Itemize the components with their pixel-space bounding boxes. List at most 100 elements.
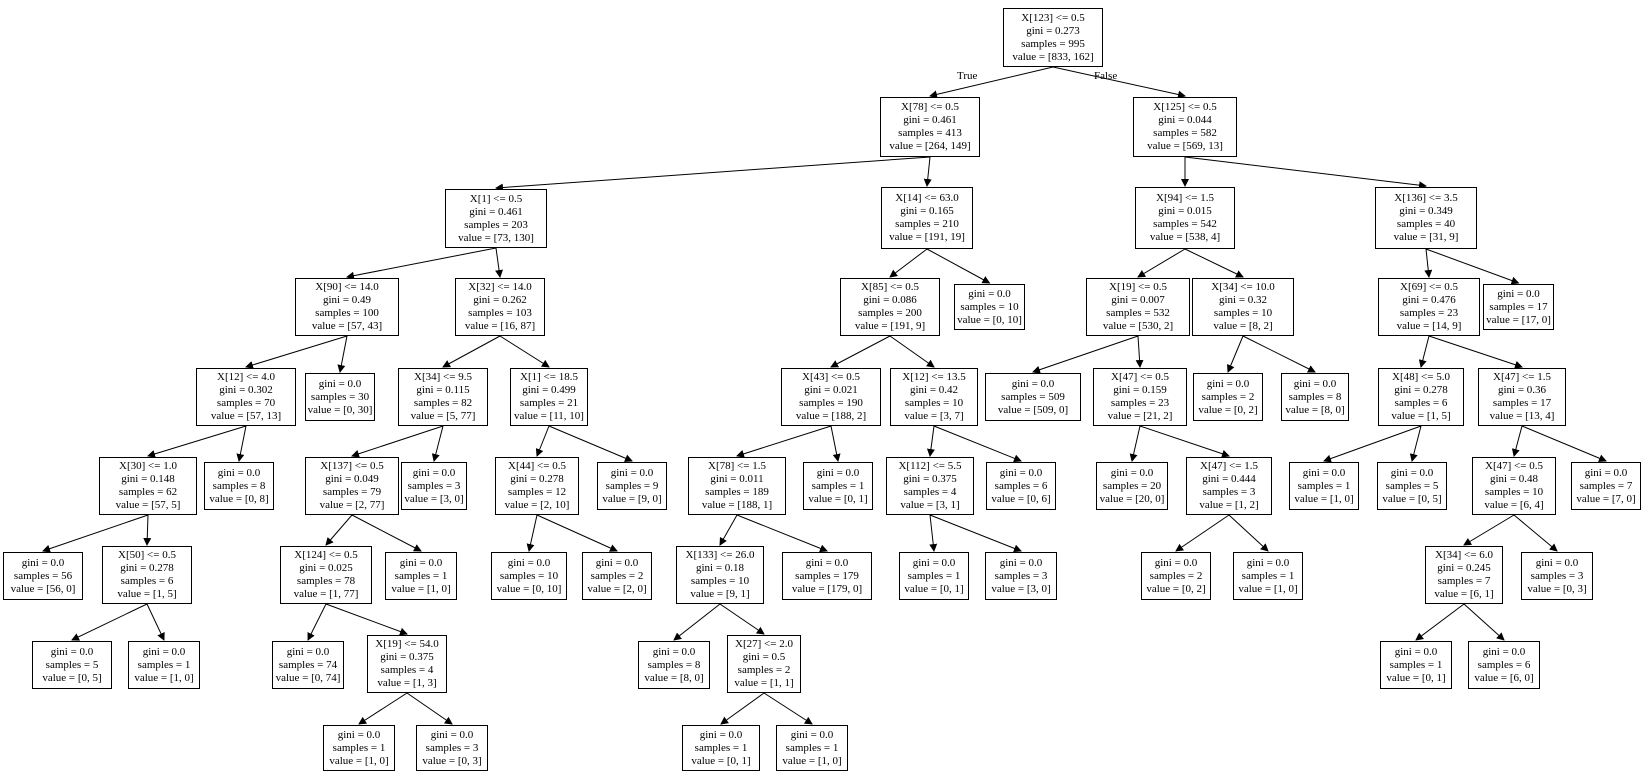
tree-node-line: value = [1, 0] — [1294, 492, 1354, 505]
tree-node-line: value = [0, 5] — [42, 671, 102, 684]
tree-node-line: samples = 10 — [904, 397, 964, 409]
tree-node-line: value = [0, 1] — [904, 582, 964, 595]
tree-node-line: value = [1, 5] — [1391, 410, 1451, 422]
tree-node-line: gini = 0.159 — [1113, 384, 1167, 396]
tree-node-line: samples = 1 — [1389, 658, 1443, 671]
tree-node-line: gini = 0.011 — [710, 473, 764, 485]
tree-edge — [1139, 425, 1230, 458]
tree-node-line: samples = 200 — [858, 307, 922, 319]
tree-node-line: value = [833, 162] — [1012, 50, 1094, 63]
tree-edge — [147, 425, 247, 458]
tree-edge — [1513, 514, 1558, 552]
tree-edge — [536, 514, 618, 552]
tree-edge — [431, 425, 444, 462]
tree-node-line: gini = 0.0 — [1497, 287, 1540, 300]
tree-node-line: samples = 2 — [1201, 390, 1255, 403]
tree-edge — [526, 514, 538, 552]
tree-node-line: gini = 0.499 — [522, 384, 576, 396]
tree-node-line: value = [13, 4] — [1489, 410, 1555, 422]
tree-node-line: X[85] <= 0.5 — [861, 281, 919, 293]
tree-node-line: value = [9, 0] — [602, 492, 662, 505]
tree-node-line: value = [0, 30] — [307, 403, 373, 416]
tree-edge — [1425, 248, 1520, 285]
tree-node-line: gini = 0.015 — [1158, 205, 1212, 217]
tree-node-line: gini = 0.0 — [610, 466, 654, 479]
tree-edge — [42, 514, 149, 553]
tree-node-line: X[133] <= 26.0 — [685, 549, 755, 561]
tree-edge — [673, 603, 721, 641]
tree-node-line: value = [8, 2] — [1213, 320, 1273, 332]
tree-node-line: gini = 0.0 — [337, 728, 381, 741]
tree-node-line: X[78] <= 1.5 — [708, 460, 766, 472]
tree-node-line: gini = 0.007 — [1111, 294, 1165, 306]
tree-node-line: value = [3, 1] — [900, 499, 960, 511]
tree-node-line: gini = 0.049 — [325, 473, 379, 485]
tree-node-line: value = [8, 0] — [644, 671, 704, 684]
tree-node-line: gini = 0.461 — [903, 114, 957, 126]
tree-node-line: value = [57, 43] — [311, 320, 383, 332]
tree-node-line: samples = 995 — [1021, 37, 1085, 50]
tree-edge — [1323, 425, 1422, 463]
tree-node-line: gini = 0.0 — [142, 645, 186, 658]
tree-node-line: gini = 0.0 — [1482, 645, 1526, 658]
tree-node-line: X[43] <= 0.5 — [802, 371, 860, 383]
tree-node-line: X[19] <= 0.5 — [1109, 281, 1167, 293]
tree-node-line: gini = 0.0 — [430, 728, 474, 741]
tree-node-line: value = [0, 3] — [422, 754, 482, 767]
tree-node-line: samples = 23 — [1110, 397, 1170, 409]
tree-node-line: gini = 0.461 — [469, 205, 523, 218]
tree-edge — [143, 514, 152, 546]
tree-node-line: samples = 3 — [1530, 569, 1584, 582]
tree-node-line: samples = 70 — [216, 397, 276, 409]
tree-node-line: samples = 189 — [705, 486, 769, 498]
tree-node-line: X[27] <= 2.0 — [735, 638, 793, 650]
tree-edge — [495, 247, 504, 278]
tree-node-line: value = [538, 4] — [1149, 231, 1221, 243]
tree-edge — [1135, 335, 1144, 368]
tree-edge — [929, 66, 1054, 99]
tree-node-line: samples = 1 — [1241, 569, 1295, 582]
tree-node-line: value = [0, 3] — [1527, 582, 1587, 595]
tree-edge — [351, 425, 444, 458]
tree-node-line: value = [0, 74] — [275, 671, 341, 684]
tree-node-line: value = [57, 5] — [115, 499, 181, 511]
tree-edge — [535, 425, 550, 457]
tree-node-line: value = [21, 2] — [1107, 410, 1173, 422]
tree-node-line: samples = 56 — [13, 569, 73, 582]
tree-node-line: gini = 0.0 — [217, 466, 261, 479]
tree-node-line: value = [8, 0] — [1285, 403, 1345, 416]
tree-node-line: samples = 542 — [1153, 218, 1217, 230]
tree-node-line: value = [6, 0] — [1474, 671, 1534, 684]
tree-edge — [763, 692, 813, 725]
tree-node-line: gini = 0.0 — [699, 728, 743, 741]
tree-node-line: X[12] <= 13.5 — [902, 371, 966, 383]
tree-node-line: gini = 0.0 — [399, 556, 443, 569]
tree-node-line: gini = 0.32 — [1218, 294, 1268, 306]
tree-node-line: samples = 12 — [507, 486, 567, 498]
